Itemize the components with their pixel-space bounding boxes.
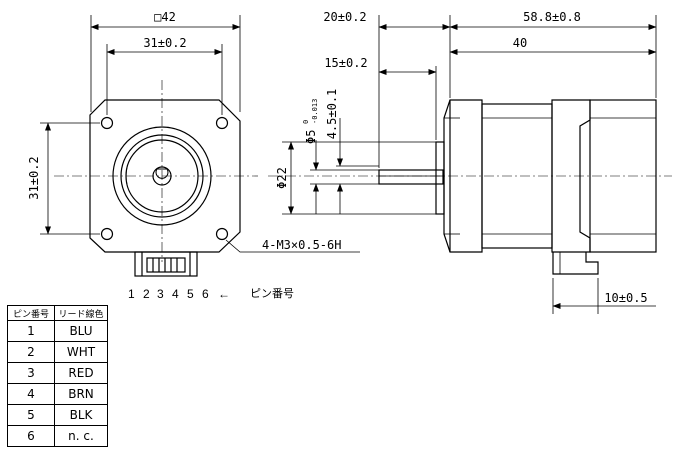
header-lead-color: リード線色 bbox=[54, 305, 108, 321]
pin-cell: 1 bbox=[7, 320, 55, 342]
lead-color-cell: n. c. bbox=[54, 425, 108, 447]
table-row: 4 BRN bbox=[7, 383, 108, 405]
shaft-extension-dim: 20±0.2 bbox=[323, 10, 366, 24]
pin-number-label: ピン番号 bbox=[250, 287, 294, 300]
shaft-diameter-dim: Φ5 0 -0.013 bbox=[302, 99, 319, 144]
front-dimensions bbox=[40, 15, 360, 253]
pin-number: 6 bbox=[202, 287, 209, 301]
overall-length-dim: 58.8±0.8 bbox=[523, 10, 581, 24]
boss-inner-circle bbox=[125, 139, 199, 213]
pin-table: ピン番号 リード線色 1 BLU 2 WHT 3 RED 4 BRN 5 BLK… bbox=[7, 305, 108, 447]
shaft-diameter-text: Φ5 bbox=[304, 130, 318, 144]
connector-offset-dim: 10±0.5 bbox=[604, 291, 647, 305]
side-view bbox=[268, 99, 672, 275]
shaft-tol-lower: -0.013 bbox=[311, 99, 319, 124]
lead-color-cell: BRN bbox=[54, 383, 108, 405]
header-pin-number: ピン番号 bbox=[7, 305, 55, 321]
hole-pitch-width-dim: 31±0.2 bbox=[143, 36, 186, 50]
pin-number: 3 bbox=[157, 287, 164, 301]
table-row: 6 n. c. bbox=[7, 425, 108, 447]
lead-color-cell: BLK bbox=[54, 404, 108, 426]
lead-color-cell: WHT bbox=[54, 341, 108, 363]
pin-number-row: 1 2 3 4 5 6 ← ピン番号 bbox=[128, 287, 294, 301]
mounting-hole bbox=[215, 227, 229, 241]
square-size-dim: □42 bbox=[154, 10, 176, 24]
lead-color-cell: RED bbox=[54, 362, 108, 384]
pin-number: 4 bbox=[172, 287, 179, 301]
lead-color-cell: BLU bbox=[54, 320, 108, 342]
rear-cap bbox=[589, 99, 657, 253]
table-row: 1 BLU bbox=[7, 320, 108, 342]
body-length-dim: 40 bbox=[513, 36, 527, 50]
pin-cell: 4 bbox=[7, 383, 55, 405]
boss-ring bbox=[120, 134, 204, 218]
mounting-thread-callout: 4-M3×0.5-6H bbox=[262, 238, 341, 252]
pin-cell: 5 bbox=[7, 404, 55, 426]
pin-cell: 6 bbox=[7, 425, 55, 447]
pin-cell: 2 bbox=[7, 341, 55, 363]
pin-number: 5 bbox=[187, 287, 194, 301]
mounting-hole bbox=[215, 116, 229, 130]
side-dimensions bbox=[282, 15, 657, 314]
pin-table-header: ピン番号 リード線色 bbox=[7, 305, 108, 321]
mounting-hole bbox=[100, 227, 114, 241]
flat-length-dim: 15±0.2 bbox=[324, 56, 367, 70]
front-view bbox=[54, 80, 258, 277]
mounting-hole bbox=[100, 116, 114, 130]
connector-body bbox=[134, 251, 198, 277]
pin-number: 1 bbox=[128, 287, 135, 301]
shaft-circle bbox=[152, 166, 172, 186]
table-row: 2 WHT bbox=[7, 341, 108, 363]
boss-diameter-dim: Φ22 bbox=[275, 167, 289, 189]
pin-cell: 3 bbox=[7, 362, 55, 384]
shaft-flat bbox=[155, 168, 169, 179]
motor-flange-outline bbox=[89, 99, 241, 253]
hole-pitch-height-dim: 31±0.2 bbox=[27, 156, 41, 199]
table-row: 3 RED bbox=[7, 362, 108, 384]
pin-arrow: ← bbox=[218, 287, 230, 301]
pin-number: 2 bbox=[143, 287, 150, 301]
flat-depth-dim: 4.5±0.1 bbox=[325, 89, 339, 140]
table-row: 5 BLK bbox=[7, 404, 108, 426]
side-connector bbox=[552, 252, 599, 275]
shaft bbox=[378, 169, 444, 185]
boss-outer-circle bbox=[112, 126, 212, 226]
shaft-tol-upper: 0 bbox=[302, 120, 310, 124]
